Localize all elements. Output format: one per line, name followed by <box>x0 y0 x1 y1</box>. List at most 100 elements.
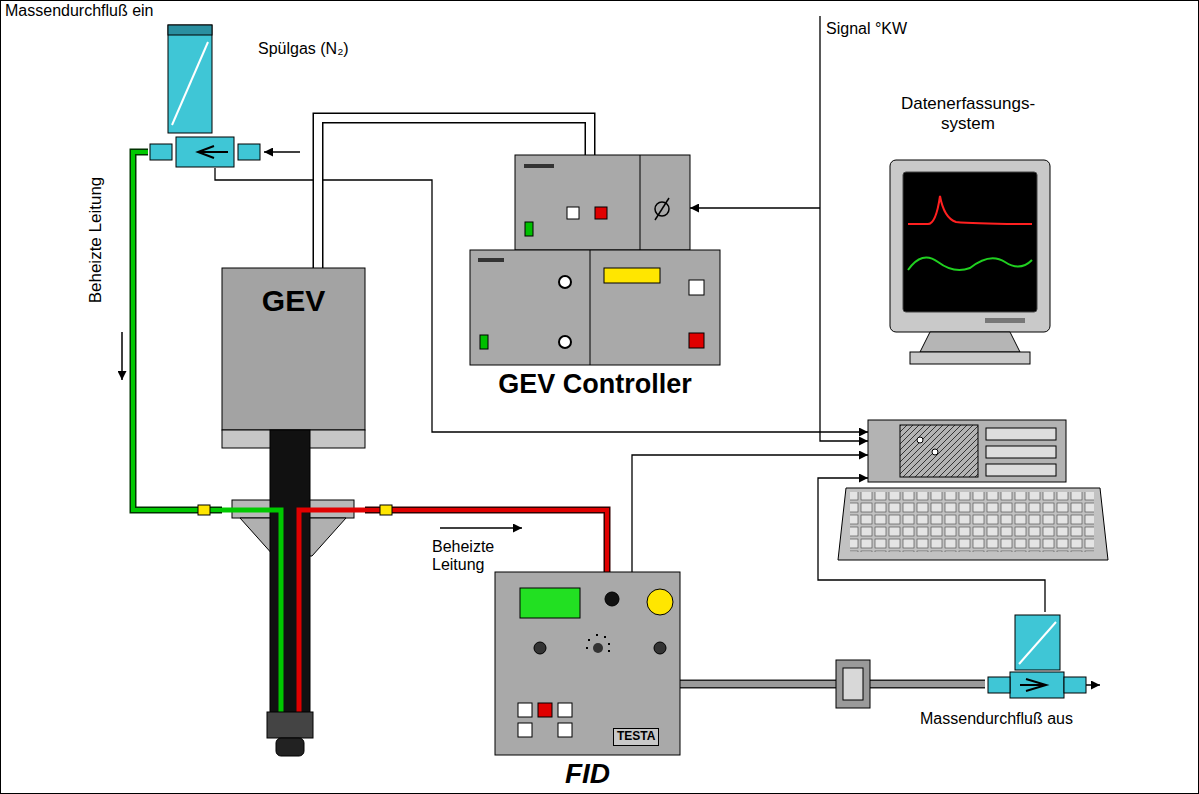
text-slot: Signal °KW <box>826 20 907 38</box>
unit-badge <box>524 164 554 168</box>
monitor-badge <box>985 318 1025 323</box>
flowmeter-head <box>168 25 212 133</box>
connector-stroke <box>133 152 222 510</box>
dial-symbol <box>655 198 669 220</box>
drive-bay <box>986 446 1056 458</box>
knob <box>534 642 546 654</box>
flowmeter-body <box>1010 672 1064 698</box>
button <box>558 703 572 717</box>
gev-controller: GEV Controller <box>470 155 720 405</box>
yellow-fitting <box>198 505 210 515</box>
button <box>518 723 532 737</box>
selector-knob <box>593 643 603 653</box>
fid-display <box>520 588 580 618</box>
case-vent <box>900 425 978 477</box>
button <box>538 703 552 717</box>
button <box>595 207 607 219</box>
green-channel <box>222 510 281 715</box>
monitor-screen <box>903 172 1037 312</box>
button <box>558 723 572 737</box>
device-label: Massendurchfluß aus <box>920 710 1073 728</box>
pipe-fitting <box>1064 677 1086 693</box>
drive-bay <box>986 428 1056 440</box>
pipe-fitting <box>238 144 260 160</box>
computer-case <box>868 420 1066 482</box>
probe-nozzle <box>276 738 304 756</box>
controller-top-unit <box>515 155 690 250</box>
unit-divider <box>640 155 641 250</box>
red-channel <box>299 510 365 715</box>
flowmeter-outlet: Massendurchfluß aus <box>985 612 1090 700</box>
filter-window <box>843 668 863 700</box>
text-slot: Massendurchfluß aus <box>920 710 1073 728</box>
knob <box>605 592 619 606</box>
signal-curve <box>908 196 1032 224</box>
heated-line <box>365 510 607 572</box>
button <box>567 207 579 219</box>
flowmeter-inlet: Massendurchfluß ein <box>148 22 262 168</box>
gev-housing <box>222 268 365 430</box>
fid-analyzer: FID TESTA <box>495 572 680 790</box>
line-label: Beheizte Leitung <box>432 538 512 575</box>
indicator-lamp <box>647 589 673 615</box>
flow-direction-symbol <box>198 146 228 158</box>
line-label: Beheizte Leitung <box>86 177 106 304</box>
text-slot: FID <box>495 758 680 790</box>
drive-bay <box>986 464 1056 476</box>
signal-line <box>632 455 868 572</box>
purge-gas-arrow <box>264 151 300 153</box>
button <box>518 703 532 717</box>
connector-stroke <box>133 152 222 510</box>
text-slot: Datenerfassungs- system <box>893 94 1043 133</box>
connector-stroke <box>680 681 985 687</box>
flow-arrow <box>440 527 522 529</box>
flow-arrow <box>121 332 123 380</box>
knob <box>559 276 571 288</box>
button <box>689 280 704 295</box>
fid-panel <box>495 572 680 755</box>
crank-angle-signal-line <box>820 16 868 441</box>
pipe-fitting <box>150 144 172 160</box>
signal-curve <box>908 258 1032 271</box>
gev-unit: GEV <box>222 268 365 758</box>
unit-divider <box>590 250 591 365</box>
gas-label: Spülgas (N₂) <box>258 40 349 58</box>
text-slot: Beheizte Leitung <box>432 538 512 575</box>
flowmeter-head <box>1015 615 1060 670</box>
yellow-fitting <box>380 505 392 515</box>
case-button <box>932 449 938 455</box>
monitor-housing <box>890 160 1050 332</box>
led <box>480 335 488 349</box>
heated-line <box>133 152 222 510</box>
text-slot: GEV <box>222 284 365 319</box>
data-acquisition-pc: Datenerfassungs- system <box>868 92 1068 482</box>
pipe-fitting <box>988 677 1010 693</box>
monitor-stand <box>920 332 1020 352</box>
connector-stroke <box>680 680 985 689</box>
filter-housing <box>836 660 870 708</box>
text-slot: TESTA <box>613 726 659 746</box>
flowmeter-body <box>176 137 234 167</box>
led <box>525 222 533 236</box>
brand-plate: TESTA <box>613 728 659 746</box>
probe-tip <box>267 712 313 738</box>
text-slot: Beheizte Leitung <box>86 177 106 304</box>
device-label: Massendurchfluß ein <box>5 2 154 20</box>
keyboard-keys <box>850 492 1094 552</box>
flowmeter-cap <box>168 25 212 35</box>
flow-direction-symbol <box>1020 679 1046 691</box>
crank-angle-signal-branch <box>690 207 820 208</box>
selector-dots <box>586 635 610 651</box>
text-slot: Spülgas (N₂) <box>258 40 349 58</box>
flowmeter-display-line <box>172 42 208 125</box>
keyboard <box>838 488 1108 560</box>
connector-stroke <box>365 510 607 572</box>
signal-label: Signal °KW <box>826 20 907 38</box>
device-label: GEV Controller <box>470 369 720 400</box>
unit-badge <box>478 258 504 262</box>
device-label: GEV <box>222 284 365 319</box>
